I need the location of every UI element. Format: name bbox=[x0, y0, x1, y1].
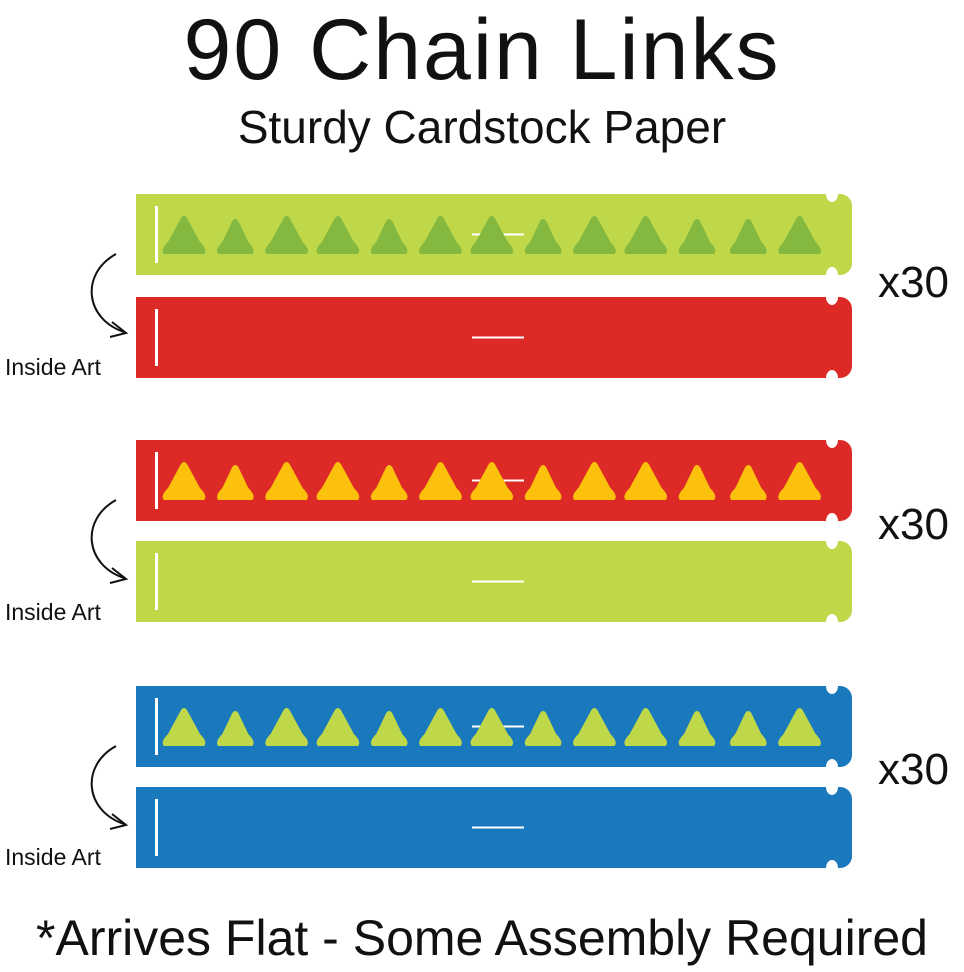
curved-arrow-icon bbox=[90, 253, 125, 333]
inside-art-label: Inside Art bbox=[5, 599, 101, 625]
triangle-pattern bbox=[370, 465, 408, 500]
glue-slot bbox=[155, 206, 158, 263]
triangle-pattern bbox=[316, 708, 360, 746]
triangle-pattern bbox=[265, 462, 308, 500]
glue-slot bbox=[155, 553, 158, 610]
triangle-pattern bbox=[419, 708, 462, 746]
triangle-pattern bbox=[265, 216, 308, 254]
triangle-pattern bbox=[524, 711, 562, 746]
triangle-pattern bbox=[316, 462, 360, 500]
triangle-pattern bbox=[573, 708, 616, 746]
triangle-pattern bbox=[216, 219, 254, 254]
triangle-pattern bbox=[162, 462, 206, 500]
arrow-head-icon bbox=[109, 813, 129, 830]
triangle-pattern bbox=[624, 708, 668, 746]
triangle-pattern bbox=[524, 465, 562, 500]
inside-art-label: Inside Art bbox=[5, 844, 101, 870]
triangle-pattern bbox=[573, 216, 616, 254]
inside-art-label: Inside Art bbox=[5, 354, 101, 380]
triangle-pattern bbox=[162, 216, 206, 254]
triangle-pattern bbox=[729, 465, 767, 500]
triangle-pattern bbox=[729, 219, 767, 254]
fold-line bbox=[472, 336, 524, 339]
footer-note: *Arrives Flat - Some Assembly Required bbox=[36, 910, 928, 966]
triangle-pattern bbox=[778, 462, 821, 500]
title: 90 Chain Links bbox=[183, 2, 781, 98]
glue-slot bbox=[155, 452, 158, 509]
triangle-pattern bbox=[162, 708, 206, 746]
triangle-pattern bbox=[419, 216, 462, 254]
subtitle: Sturdy Cardstock Paper bbox=[237, 101, 727, 153]
chain-link-strips bbox=[90, 194, 852, 868]
triangle-pattern bbox=[316, 216, 360, 254]
triangle-pattern bbox=[470, 216, 514, 254]
triangle-pattern bbox=[778, 708, 821, 746]
quantity-label: x30 bbox=[878, 745, 949, 794]
triangle-pattern bbox=[778, 216, 821, 254]
fold-line bbox=[472, 580, 524, 583]
triangle-pattern bbox=[624, 216, 668, 254]
triangle-pattern bbox=[678, 219, 716, 254]
quantity-label: x30 bbox=[878, 500, 949, 549]
fold-line bbox=[472, 826, 524, 829]
triangle-pattern bbox=[216, 465, 254, 500]
triangle-pattern bbox=[470, 462, 514, 500]
triangle-pattern bbox=[624, 462, 668, 500]
triangle-pattern bbox=[678, 465, 716, 500]
quantity-label: x30 bbox=[878, 258, 949, 307]
triangle-pattern bbox=[524, 219, 562, 254]
triangle-pattern bbox=[470, 708, 514, 746]
curved-arrow-icon bbox=[90, 745, 125, 825]
arrow-head-icon bbox=[109, 321, 129, 338]
triangle-pattern bbox=[573, 462, 616, 500]
curved-arrow-icon bbox=[90, 499, 125, 579]
arrow-head-icon bbox=[109, 567, 129, 584]
triangle-pattern bbox=[729, 711, 767, 746]
triangle-pattern bbox=[370, 219, 408, 254]
triangle-pattern bbox=[419, 462, 462, 500]
triangle-pattern bbox=[216, 711, 254, 746]
glue-slot bbox=[155, 698, 158, 755]
glue-slot bbox=[155, 309, 158, 366]
triangle-pattern bbox=[265, 708, 308, 746]
triangle-pattern bbox=[678, 711, 716, 746]
triangle-pattern bbox=[370, 711, 408, 746]
glue-slot bbox=[155, 799, 158, 856]
